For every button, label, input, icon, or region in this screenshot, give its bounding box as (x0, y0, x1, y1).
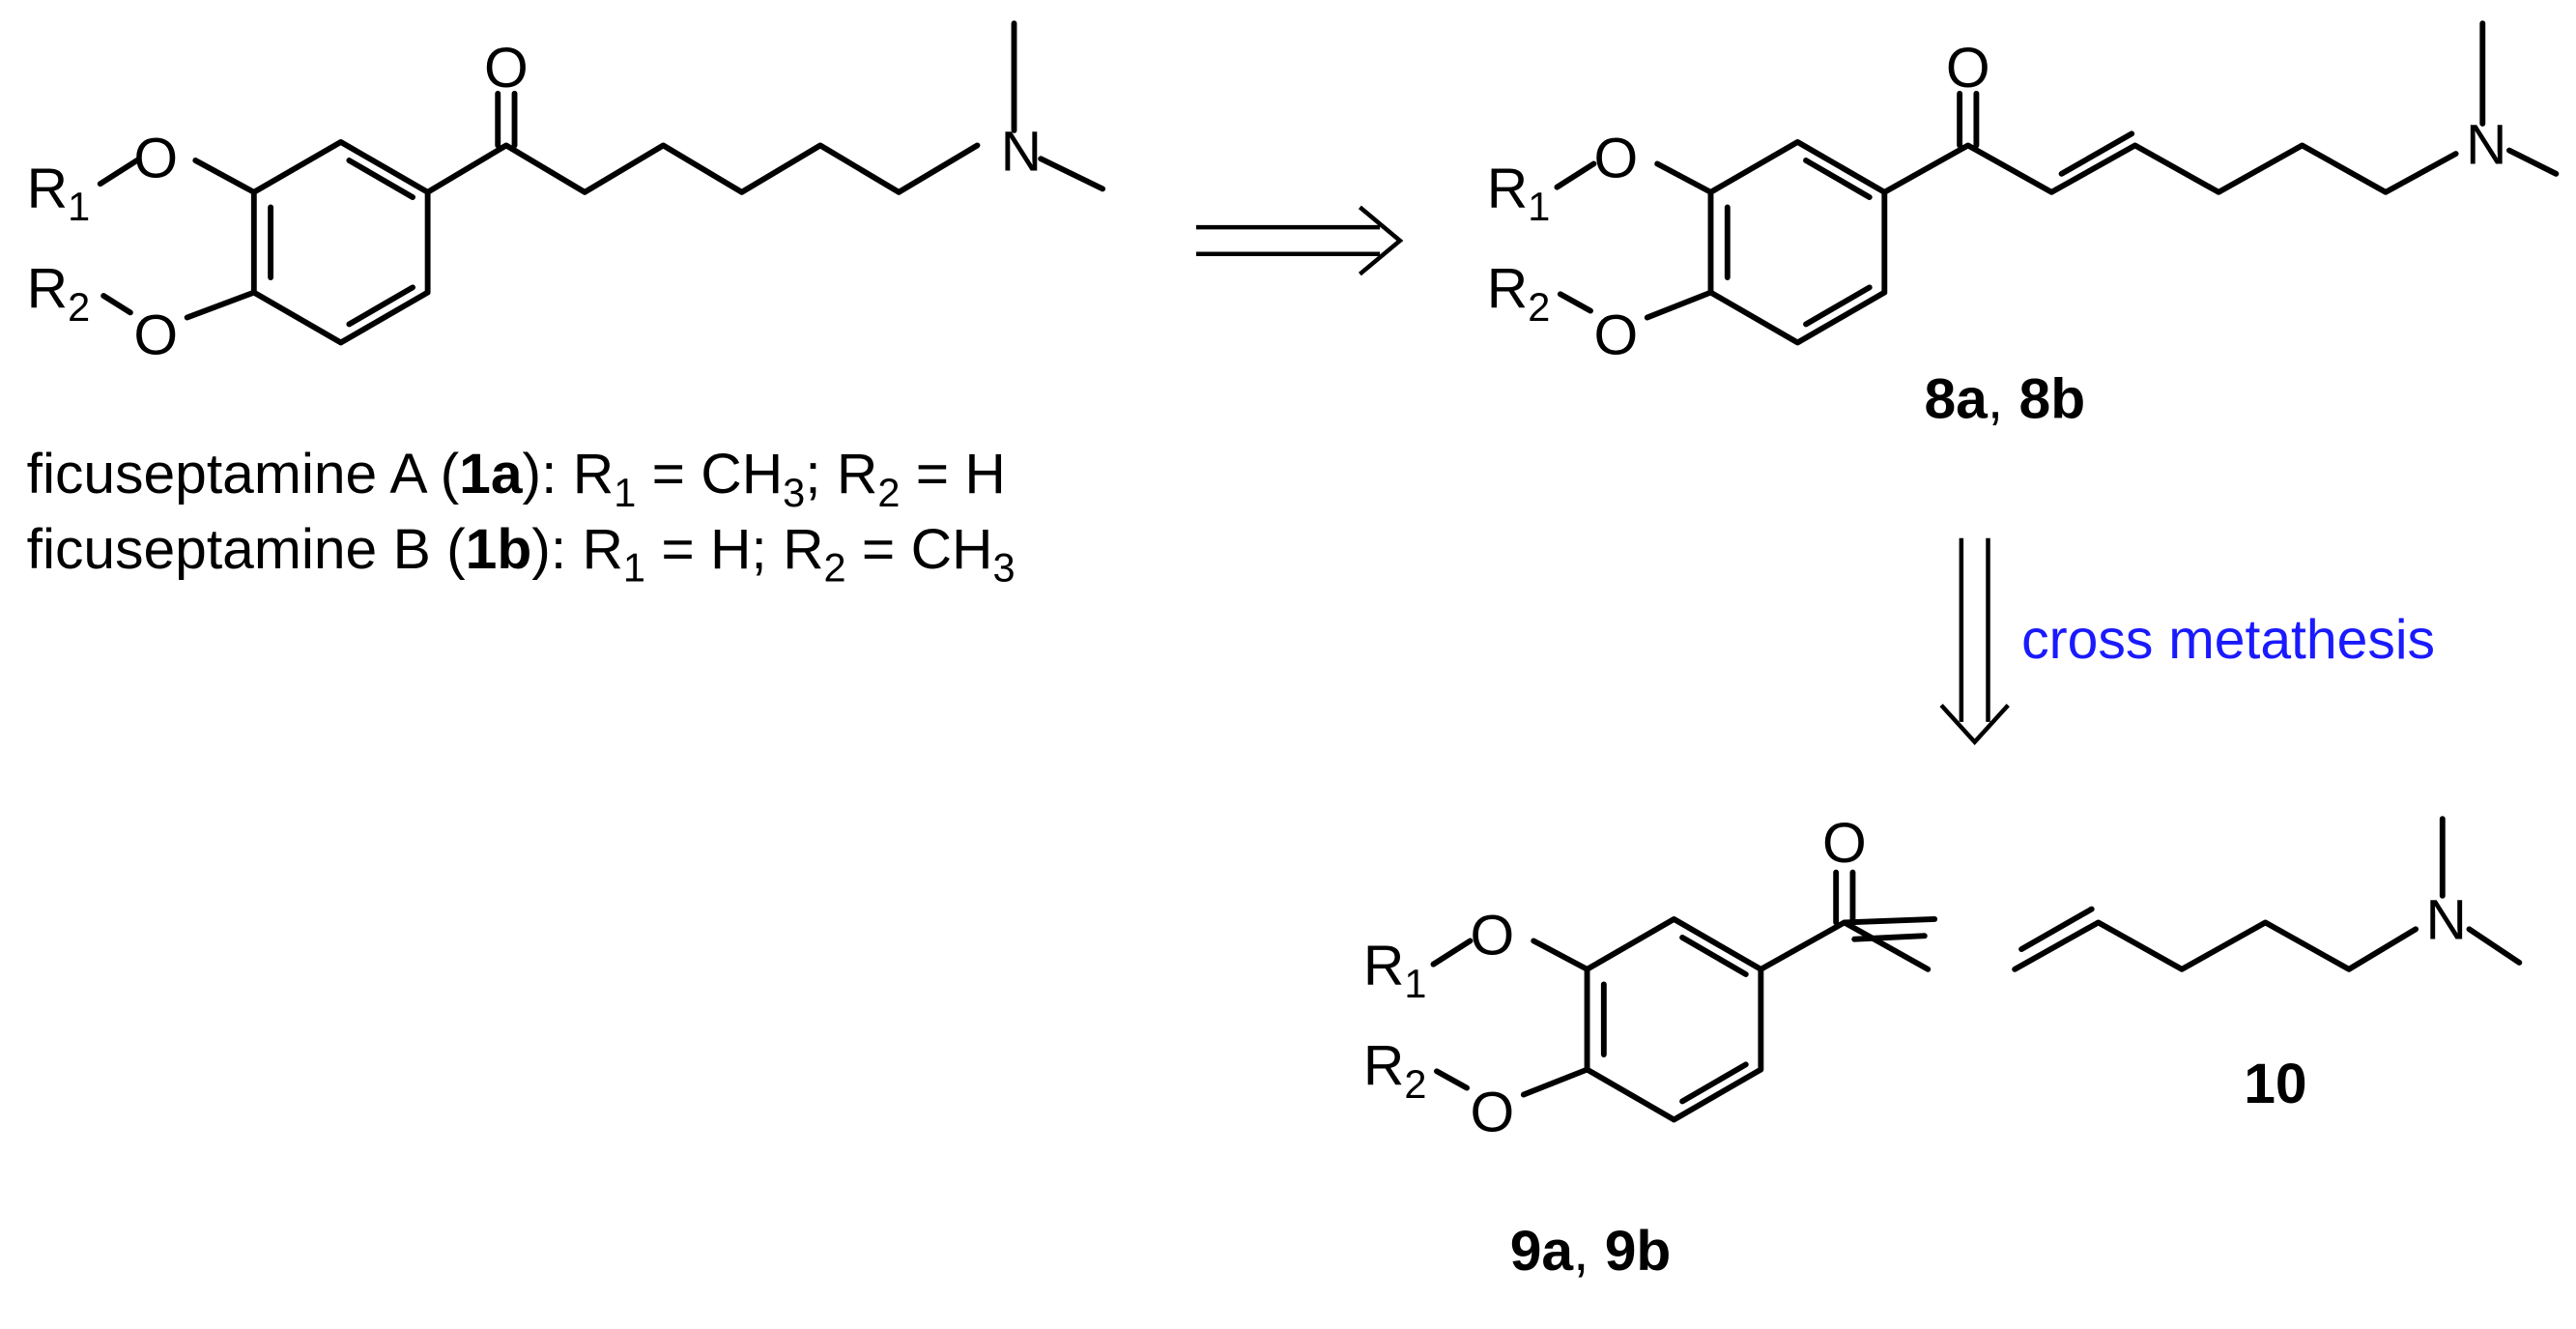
caption-ficuseptamine-a: ficuseptamine A (1a): R1 = CH3; R2 = H (27, 443, 1006, 515)
ether-oxygen-2: O (133, 304, 178, 367)
enone-amine-structure: O N O O R1 R2 (1487, 20, 2560, 367)
substituent-r2: R2 (1487, 257, 1551, 330)
aryl-vinyl-ketone-structure: O O O R1 R2 (1363, 812, 1938, 1144)
substituent-r2: R2 (27, 257, 91, 330)
retro-arrow-vertical (1939, 537, 2010, 746)
ether-oxygen-1: O (1471, 904, 1515, 967)
carbonyl-oxygen: O (1822, 812, 1867, 875)
carbonyl-oxygen: O (484, 37, 529, 100)
ether-oxygen-2: O (1593, 304, 1638, 367)
ether-oxygen-1: O (1593, 127, 1638, 189)
label-8a-8b: 8a, 8b (1924, 367, 2085, 430)
pentenyl-dimethylamine-structure: N (2012, 816, 2523, 972)
ether-oxygen-1: O (133, 127, 178, 189)
substituent-r1: R1 (27, 157, 91, 229)
retro-arrow-horizontal (1195, 205, 1404, 276)
step-label-cross-metathesis: cross metathesis (2021, 609, 2435, 671)
label-9a-9b: 9a, 9b (1510, 1220, 1672, 1283)
amine-nitrogen: N (1001, 120, 1042, 183)
amine-nitrogen: N (2426, 889, 2467, 952)
substituent-r2: R2 (1363, 1034, 1427, 1107)
ether-oxygen-2: O (1471, 1082, 1515, 1144)
substituent-r1: R1 (1487, 157, 1551, 229)
caption-ficuseptamine-b: ficuseptamine B (1b): R1 = H; R2 = CH3 (27, 518, 1016, 591)
label-10: 10 (2244, 1053, 2306, 1115)
amine-nitrogen: N (2466, 113, 2506, 176)
carbonyl-oxygen: O (1946, 37, 1990, 100)
substituent-r1: R1 (1363, 934, 1427, 1006)
ficuseptamine-structure: O N O O R1 R2 (27, 20, 1106, 367)
